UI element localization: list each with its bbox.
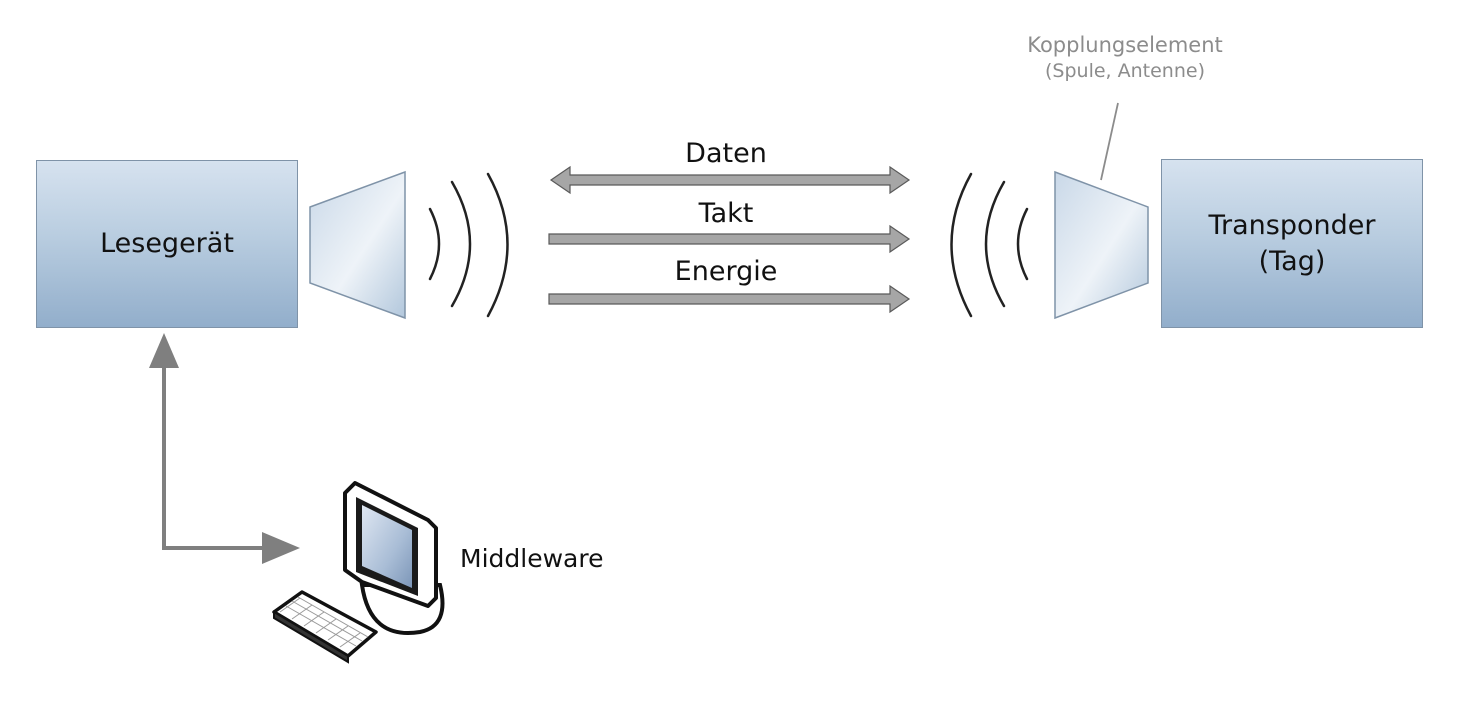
transponder-label-line2: (Tag): [1258, 245, 1326, 277]
transponder-coupling-element: [1054, 170, 1149, 320]
energy-label: Energie: [674, 256, 778, 287]
reader-coupling-element: [309, 170, 406, 320]
middleware-label: Middleware: [460, 544, 604, 573]
data-label: Daten: [685, 138, 767, 169]
clock-arrow: [548, 224, 911, 254]
computer-icon: [272, 481, 445, 664]
energy-arrow: [548, 284, 911, 314]
reader-wave-1: [428, 207, 441, 281]
data-double-arrow: [549, 165, 911, 195]
keyboard-icon: [272, 590, 378, 664]
coupling-callout-line: [1100, 102, 1119, 181]
transponder-box: Transponder (Tag): [1161, 159, 1423, 328]
link-arrowhead-up: [149, 333, 179, 368]
reader-wave-3: [486, 172, 509, 318]
transponder-waves: [950, 172, 1029, 318]
coupling-annotation: Kopplungselement (Spule, Antenne): [1000, 32, 1250, 84]
transponder-wave-2: [984, 180, 1006, 308]
reader-label: Lesegerät: [100, 228, 234, 260]
transponder-wave-1: [950, 172, 973, 318]
reader-middleware-link: [149, 333, 300, 564]
transponder-wave-3: [1016, 207, 1029, 281]
link-arrowhead-right: [262, 532, 300, 564]
reader-box: Lesegerät: [36, 160, 298, 328]
clock-label: Takt: [698, 198, 754, 229]
coupling-label-line1: Kopplungselement: [1027, 33, 1223, 57]
coupling-label-line2: (Spule, Antenne): [1045, 60, 1205, 82]
transponder-label-line1: Transponder: [1208, 210, 1376, 242]
reader-waves: [428, 172, 509, 318]
reader-wave-2: [450, 180, 472, 308]
